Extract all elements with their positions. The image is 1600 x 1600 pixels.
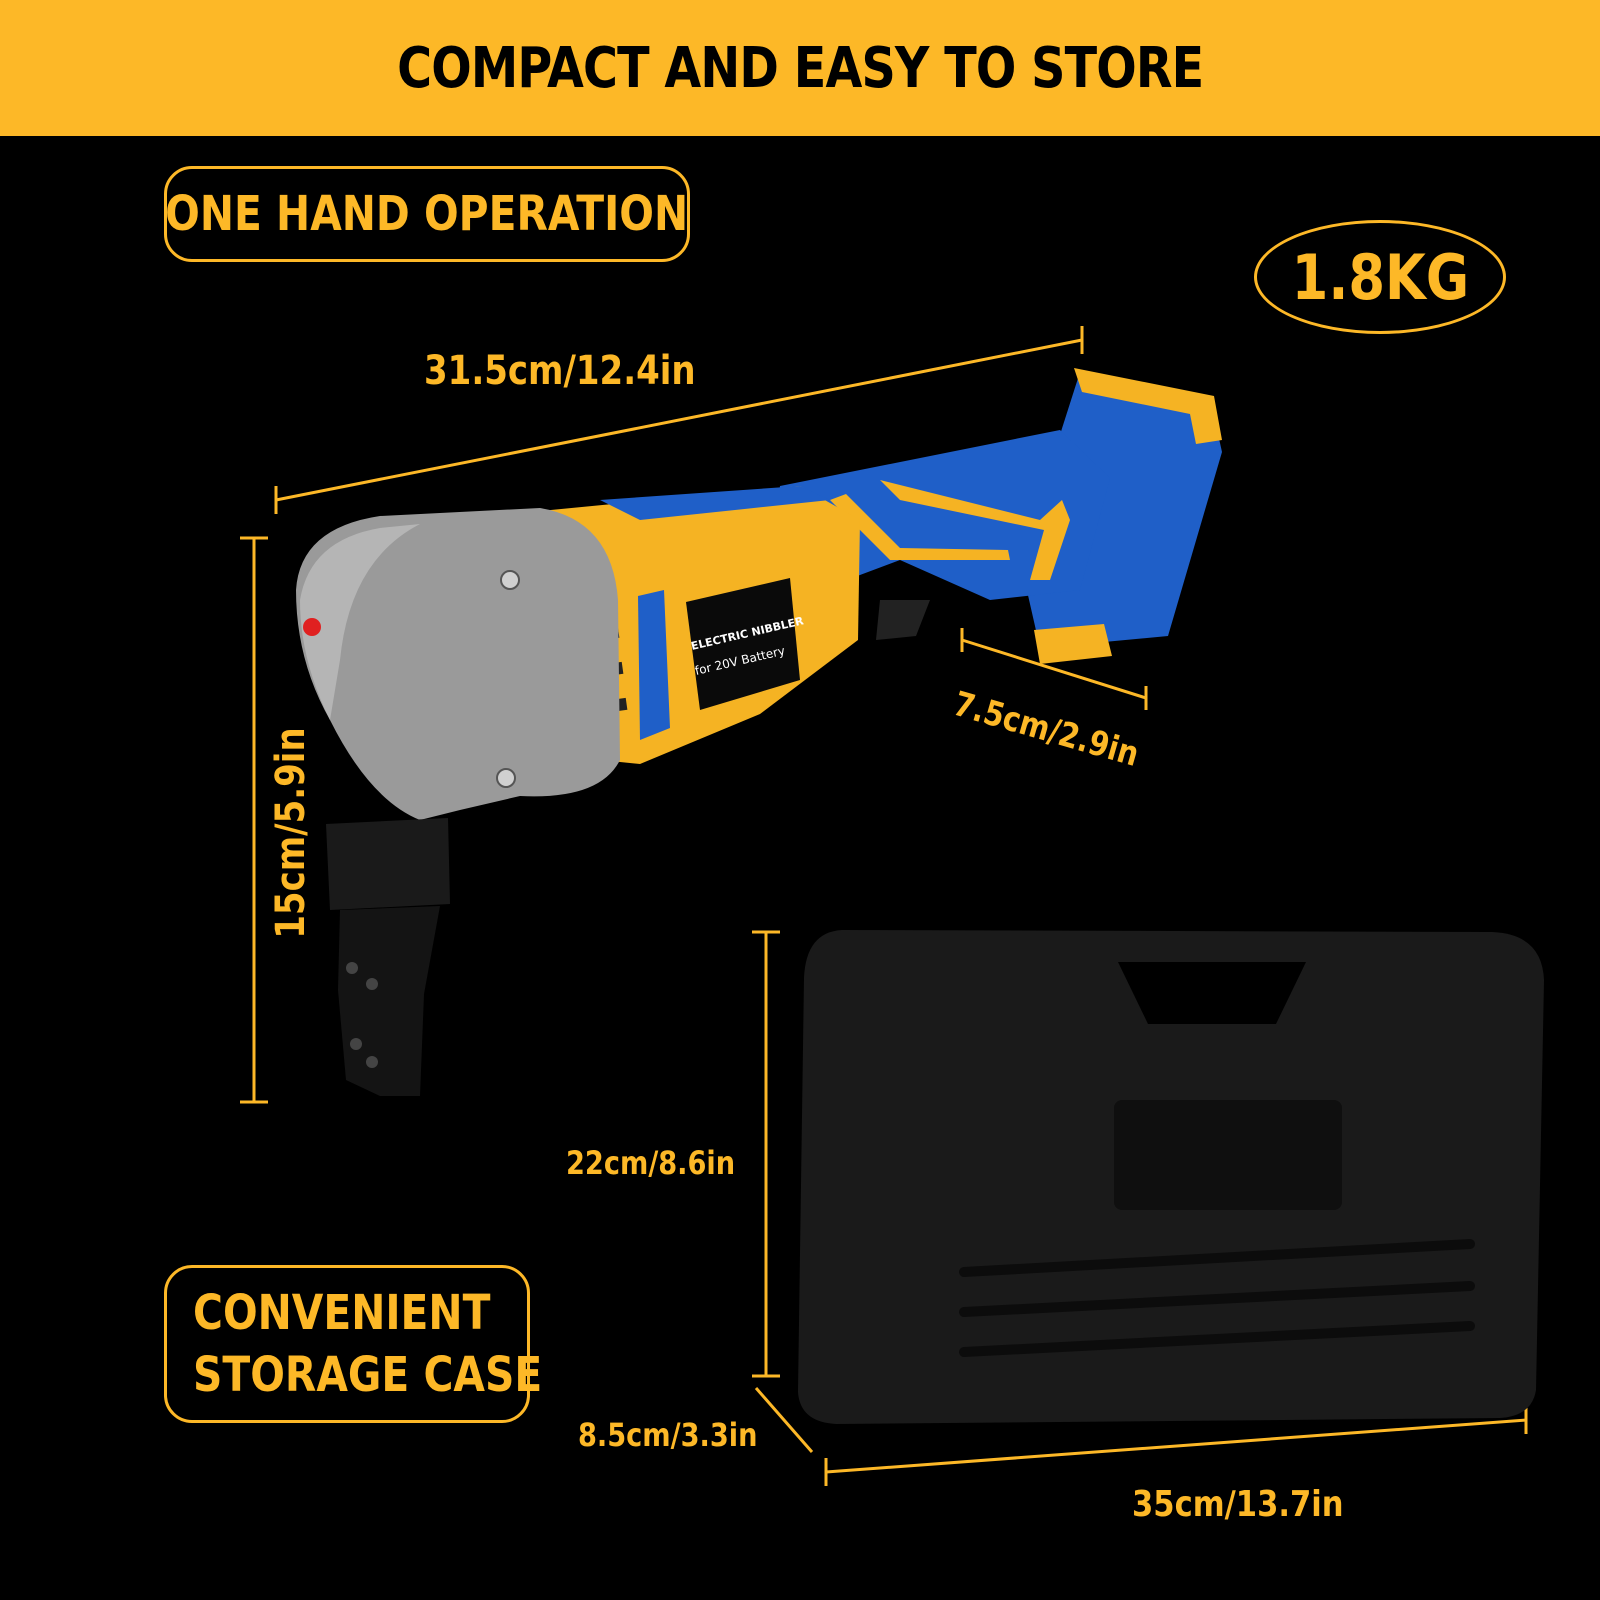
case-length-label: 35cm/13.7in: [1132, 1484, 1344, 1525]
storage-case-badge: CONVENIENT STORAGE CASE: [164, 1265, 542, 1423]
one-hand-badge: ONE HAND OPERATION: [164, 166, 690, 262]
case-depth-line: [754, 1387, 814, 1453]
case-handle-opening: [1118, 962, 1306, 1024]
cutter-collar: [326, 818, 450, 910]
case-height-label: 22cm/8.6in: [566, 1144, 736, 1182]
banner-title: COMPACT AND EASY TO STORE: [396, 35, 1204, 101]
metal-head: [296, 508, 620, 820]
storage-case: [798, 930, 1544, 1424]
label-plate: [686, 578, 800, 710]
nibbler-tool: ELECTRIC NIBBLER for 20V Battery: [296, 368, 1222, 1096]
weight-badge: 1.8KG: [1254, 220, 1506, 334]
storage-case-line1: CONVENIENT: [193, 1285, 491, 1341]
weight-text: 1.8KG: [1291, 240, 1469, 314]
case-depth-label: 8.5cm/3.3in: [578, 1416, 758, 1454]
case-label-recess: [1114, 1100, 1342, 1210]
dimension-lines: [240, 326, 1528, 1486]
tool-width-line: [961, 638, 1147, 700]
tool-length-line: [275, 338, 1083, 502]
top-banner: COMPACT AND EASY TO STORE: [0, 0, 1600, 136]
tool-length-label: 31.5cm/12.4in: [424, 348, 696, 394]
cutter-blade: [338, 906, 440, 1096]
tool-height-label: 15cm/5.9in: [268, 727, 314, 939]
indicator-light: [303, 618, 321, 636]
one-hand-text: ONE HAND OPERATION: [165, 186, 689, 242]
case-length-line: [825, 1418, 1527, 1474]
